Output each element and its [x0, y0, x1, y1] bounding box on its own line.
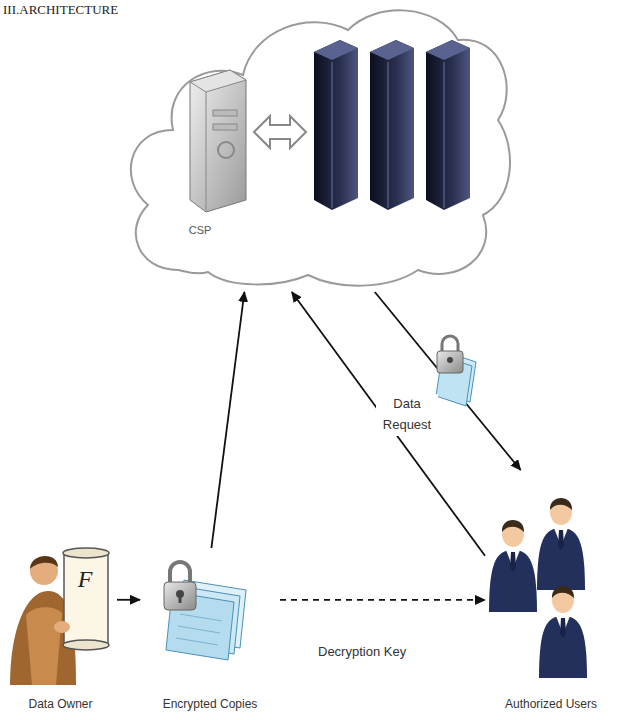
section-heading: III.ARCHITECTURE	[3, 2, 118, 18]
csp-server	[190, 70, 246, 212]
encrypted-copies: Encrypted Copies	[140, 548, 280, 715]
edge-label: Decryption Key	[316, 642, 408, 663]
cloud-region: CSP	[118, 0, 513, 292]
locked-file-icon	[436, 336, 476, 406]
server-towers	[314, 40, 470, 210]
connector-arrow	[292, 292, 485, 556]
node-label: Encrypted Copies	[163, 697, 258, 711]
encrypted-copies-icon	[140, 548, 280, 715]
cloud-shape	[118, 0, 513, 292]
connector-arrow	[211, 292, 244, 548]
users-figure	[485, 470, 617, 715]
node-label: CSP	[180, 224, 220, 236]
node-label: Data Owner	[28, 697, 92, 711]
data-owner-figure	[4, 535, 117, 715]
connector-arrow	[375, 292, 521, 470]
node-label: Authorized Users	[505, 697, 597, 711]
double-arrow	[254, 116, 306, 148]
connector-arrow	[117, 599, 140, 601]
edge-label: Data Request	[376, 394, 438, 436]
authorized-users: Authorized Users	[485, 470, 617, 715]
data-owner: Data Owner	[4, 535, 117, 715]
connector-arrow	[280, 599, 485, 601]
file-symbol: F	[72, 566, 98, 593]
